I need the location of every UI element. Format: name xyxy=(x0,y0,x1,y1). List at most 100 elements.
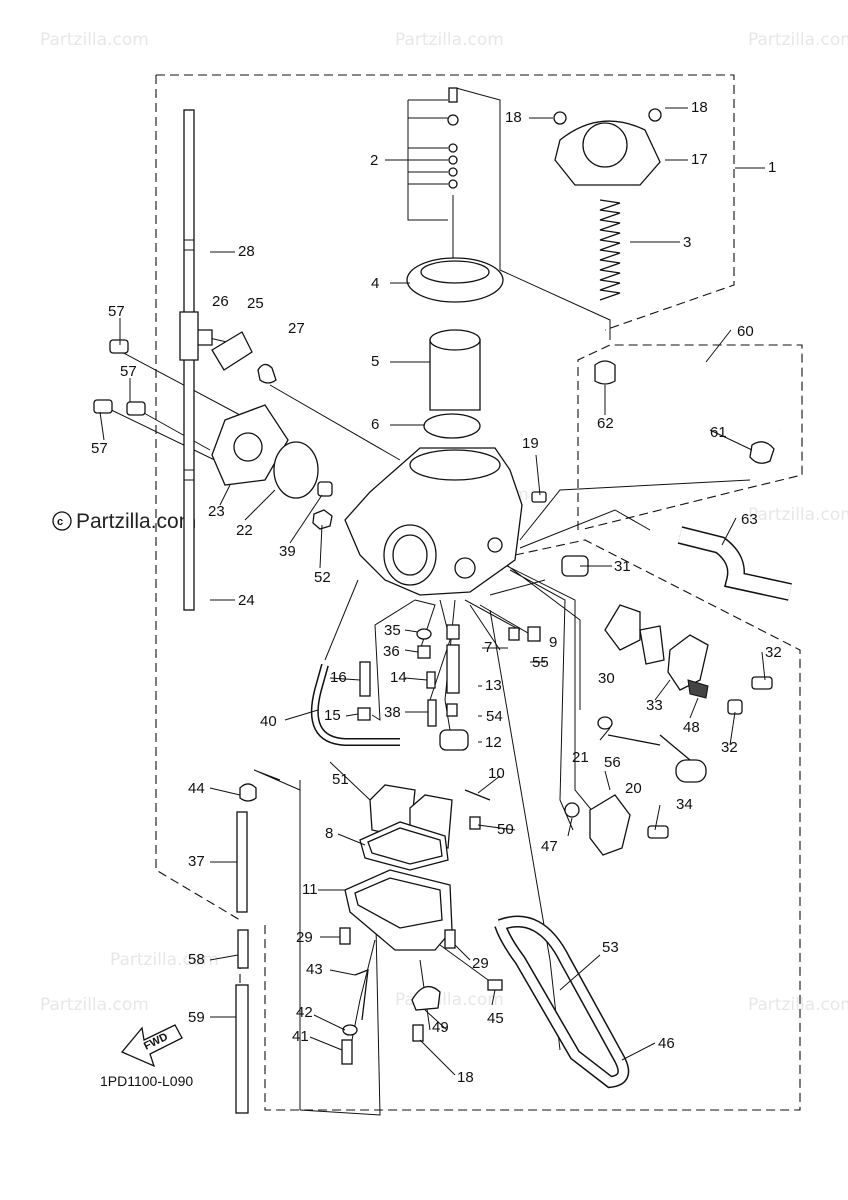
washer-35 xyxy=(416,628,432,640)
callout-37: 37 xyxy=(188,853,205,870)
callout-18c: 18 xyxy=(457,1069,474,1086)
cap xyxy=(317,481,333,497)
callout-3: 3 xyxy=(683,234,691,251)
callout-5: 5 xyxy=(371,353,379,370)
callout-44: 44 xyxy=(188,780,205,797)
nut xyxy=(312,509,333,530)
callout-40: 40 xyxy=(260,713,277,730)
callout-2: 2 xyxy=(370,152,378,169)
o-ring-21 xyxy=(597,716,613,730)
callout-20: 20 xyxy=(625,780,642,797)
callout-42: 42 xyxy=(296,1004,313,1021)
callout-4: 4 xyxy=(371,275,379,292)
callout-1: 1 xyxy=(768,159,776,176)
callout-48: 48 xyxy=(683,719,700,736)
callout-57b: 57 xyxy=(120,363,137,380)
watermark-text: Partzilla.com xyxy=(748,30,848,50)
callout-63: 63 xyxy=(741,511,758,528)
watermark-text: Partzilla.com xyxy=(748,505,848,525)
callout-31: 31 xyxy=(614,558,631,575)
callout-10: 10 xyxy=(488,765,505,782)
clamp-62 xyxy=(594,360,616,385)
diaphragm xyxy=(273,441,319,499)
screw-57 xyxy=(109,339,129,354)
callout-30: 30 xyxy=(598,670,615,687)
fwd-arrow-icon xyxy=(120,1024,183,1068)
needle-jet-13 xyxy=(446,644,460,694)
short-hose xyxy=(211,331,253,371)
screw-18 xyxy=(553,111,567,125)
screw-18 xyxy=(648,108,662,122)
clamp-61 xyxy=(749,441,775,464)
o-ring-47 xyxy=(564,802,580,818)
jet-55 xyxy=(508,627,520,641)
parts: FWD xyxy=(93,87,802,1114)
screw-57 xyxy=(93,399,113,414)
callout-59: 59 xyxy=(188,1009,205,1026)
throttle-screw xyxy=(675,759,707,783)
callout-21: 21 xyxy=(572,749,589,766)
callout-26: 26 xyxy=(212,293,229,310)
callout-58: 58 xyxy=(188,951,205,968)
callout-47: 47 xyxy=(541,838,558,855)
screw-38 xyxy=(427,699,437,727)
callout-14: 14 xyxy=(390,669,407,686)
callout-15: 15 xyxy=(324,707,341,724)
callout-57a: 57 xyxy=(108,303,125,320)
screw-50 xyxy=(469,816,481,830)
jet-14 xyxy=(426,671,436,689)
callout-23: 23 xyxy=(208,503,225,520)
callout-25: 25 xyxy=(247,295,264,312)
callout-56: 56 xyxy=(604,754,621,771)
screw-19 xyxy=(531,491,547,503)
callout-9: 9 xyxy=(549,634,557,651)
callout-12: 12 xyxy=(485,734,502,751)
diagram-code: 1PD1100-L090 xyxy=(100,1073,193,1089)
watermark-text: Partzilla.com xyxy=(40,995,149,1015)
callout-34: 34 xyxy=(676,796,693,813)
pin-10 xyxy=(464,789,491,801)
callout-46: 46 xyxy=(658,1035,675,1052)
callout-labels: 1 2 3 4 5 6 7 8 9 10 11 12 13 14 15 16 1… xyxy=(91,99,782,1086)
screw-34 xyxy=(647,825,669,839)
callout-45: 45 xyxy=(487,1010,504,1027)
watermark-text: Partzilla.com xyxy=(395,30,504,50)
callout-24: 24 xyxy=(238,592,255,609)
callout-16: 16 xyxy=(330,669,347,686)
callout-27: 27 xyxy=(288,320,305,337)
callout-53: 53 xyxy=(602,939,619,956)
lever-48 xyxy=(687,679,709,699)
washer-42 xyxy=(342,1024,358,1036)
callout-35: 35 xyxy=(384,622,401,639)
clip-44 xyxy=(239,783,257,802)
screw-29 xyxy=(339,927,351,945)
callout-52: 52 xyxy=(314,569,331,586)
jet-7 xyxy=(446,624,460,640)
callout-57c: 57 xyxy=(91,440,108,457)
joint-58 xyxy=(237,929,249,969)
float-valve-12 xyxy=(439,729,469,751)
callout-60: 60 xyxy=(737,323,754,340)
float-chamber-11 xyxy=(344,869,453,951)
callout-22: 22 xyxy=(236,522,253,539)
gasket-8 xyxy=(359,821,449,871)
callout-51: 51 xyxy=(332,771,349,788)
joint xyxy=(179,311,213,361)
callout-38: 38 xyxy=(384,704,401,721)
callout-28: 28 xyxy=(238,243,255,260)
ring-15 xyxy=(357,707,371,721)
hose-group-outline xyxy=(577,344,803,531)
watermark-text: Partzilla.com xyxy=(40,30,149,50)
spring xyxy=(599,199,621,301)
callout-29b: 29 xyxy=(472,955,489,972)
leader-lines xyxy=(102,87,751,1116)
callout-11: 11 xyxy=(302,881,318,898)
callout-36: 36 xyxy=(383,643,400,660)
watermark-text: Partzilla.com xyxy=(110,950,219,970)
pilot-screw-16 xyxy=(359,661,371,697)
copyright-icon xyxy=(52,511,72,531)
sensor-56 xyxy=(589,794,631,856)
callout-39: 39 xyxy=(279,543,296,560)
housing-33 xyxy=(667,634,709,691)
jet-54 xyxy=(446,703,458,717)
